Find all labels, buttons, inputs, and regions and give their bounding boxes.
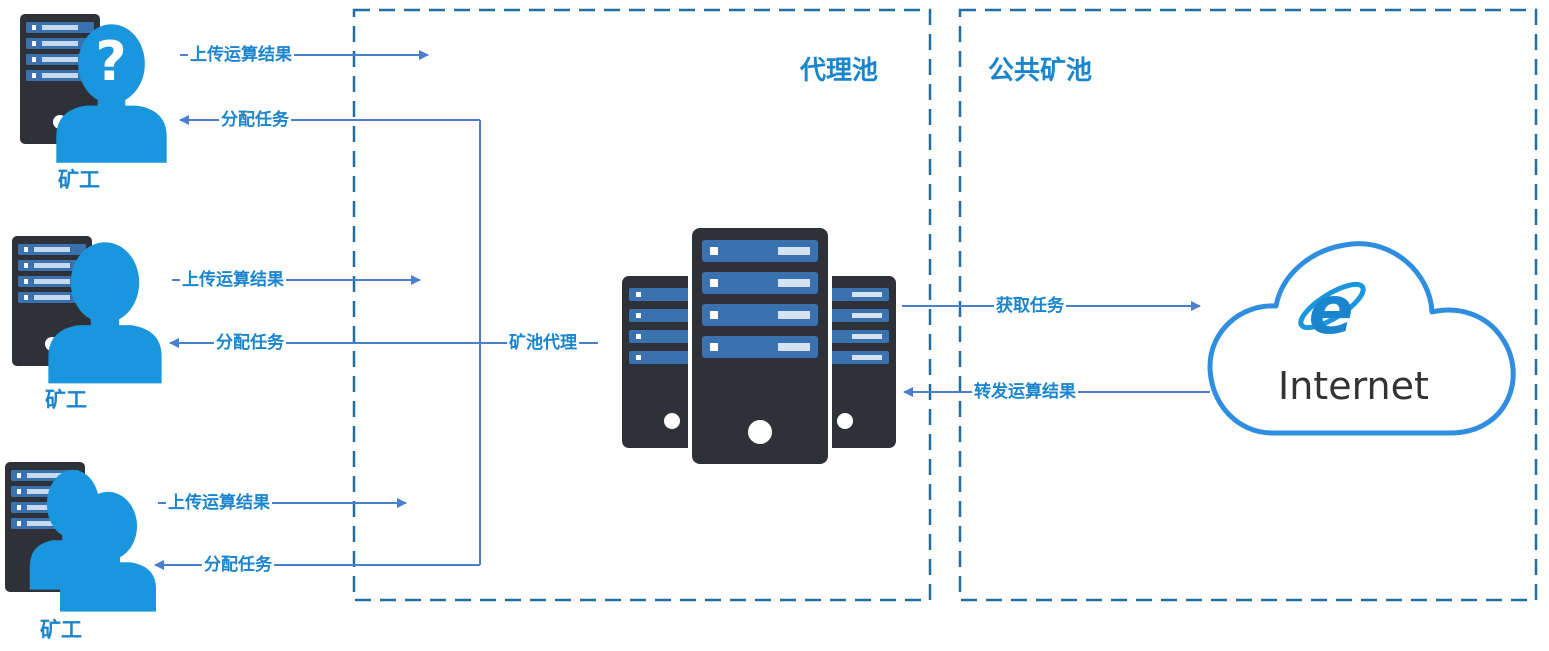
proxy-label: 矿池代理: [507, 333, 579, 353]
upload-label-1: 上传运算结果: [188, 45, 294, 65]
fetch-task-label: 获取任务: [994, 296, 1066, 316]
miner-1-icon: ?: [20, 14, 167, 163]
miner-2-caption: 矿工: [45, 388, 87, 412]
proxy-pool-zone: [352, 8, 932, 602]
assign-label-2: 分配任务: [214, 333, 286, 353]
miner-2-icon: [12, 236, 162, 384]
upload-label-3: 上传运算结果: [166, 493, 272, 513]
miner-3-icon: [5, 462, 156, 612]
miner-3-caption: 矿工: [40, 618, 82, 642]
internet-cloud-icon: [1207, 241, 1516, 436]
assign-label-1: 分配任务: [219, 110, 291, 130]
forward-result-label: 转发运算结果: [972, 382, 1078, 402]
svg-text:e: e: [1309, 272, 1354, 349]
miner-1-caption: 矿工: [58, 168, 100, 192]
internet-explorer-icon: e: [1298, 272, 1366, 349]
assign-label-3: 分配任务: [202, 555, 274, 575]
upload-label-2: 上传运算结果: [180, 270, 286, 290]
proxy-pool-title: 代理池: [800, 56, 879, 86]
question-mark-icon: ?: [95, 30, 126, 93]
internet-label: Internet: [1278, 364, 1429, 408]
proxy-server-cluster-icon: [622, 224, 896, 468]
public-pool-title: 公共矿池: [988, 56, 1093, 86]
